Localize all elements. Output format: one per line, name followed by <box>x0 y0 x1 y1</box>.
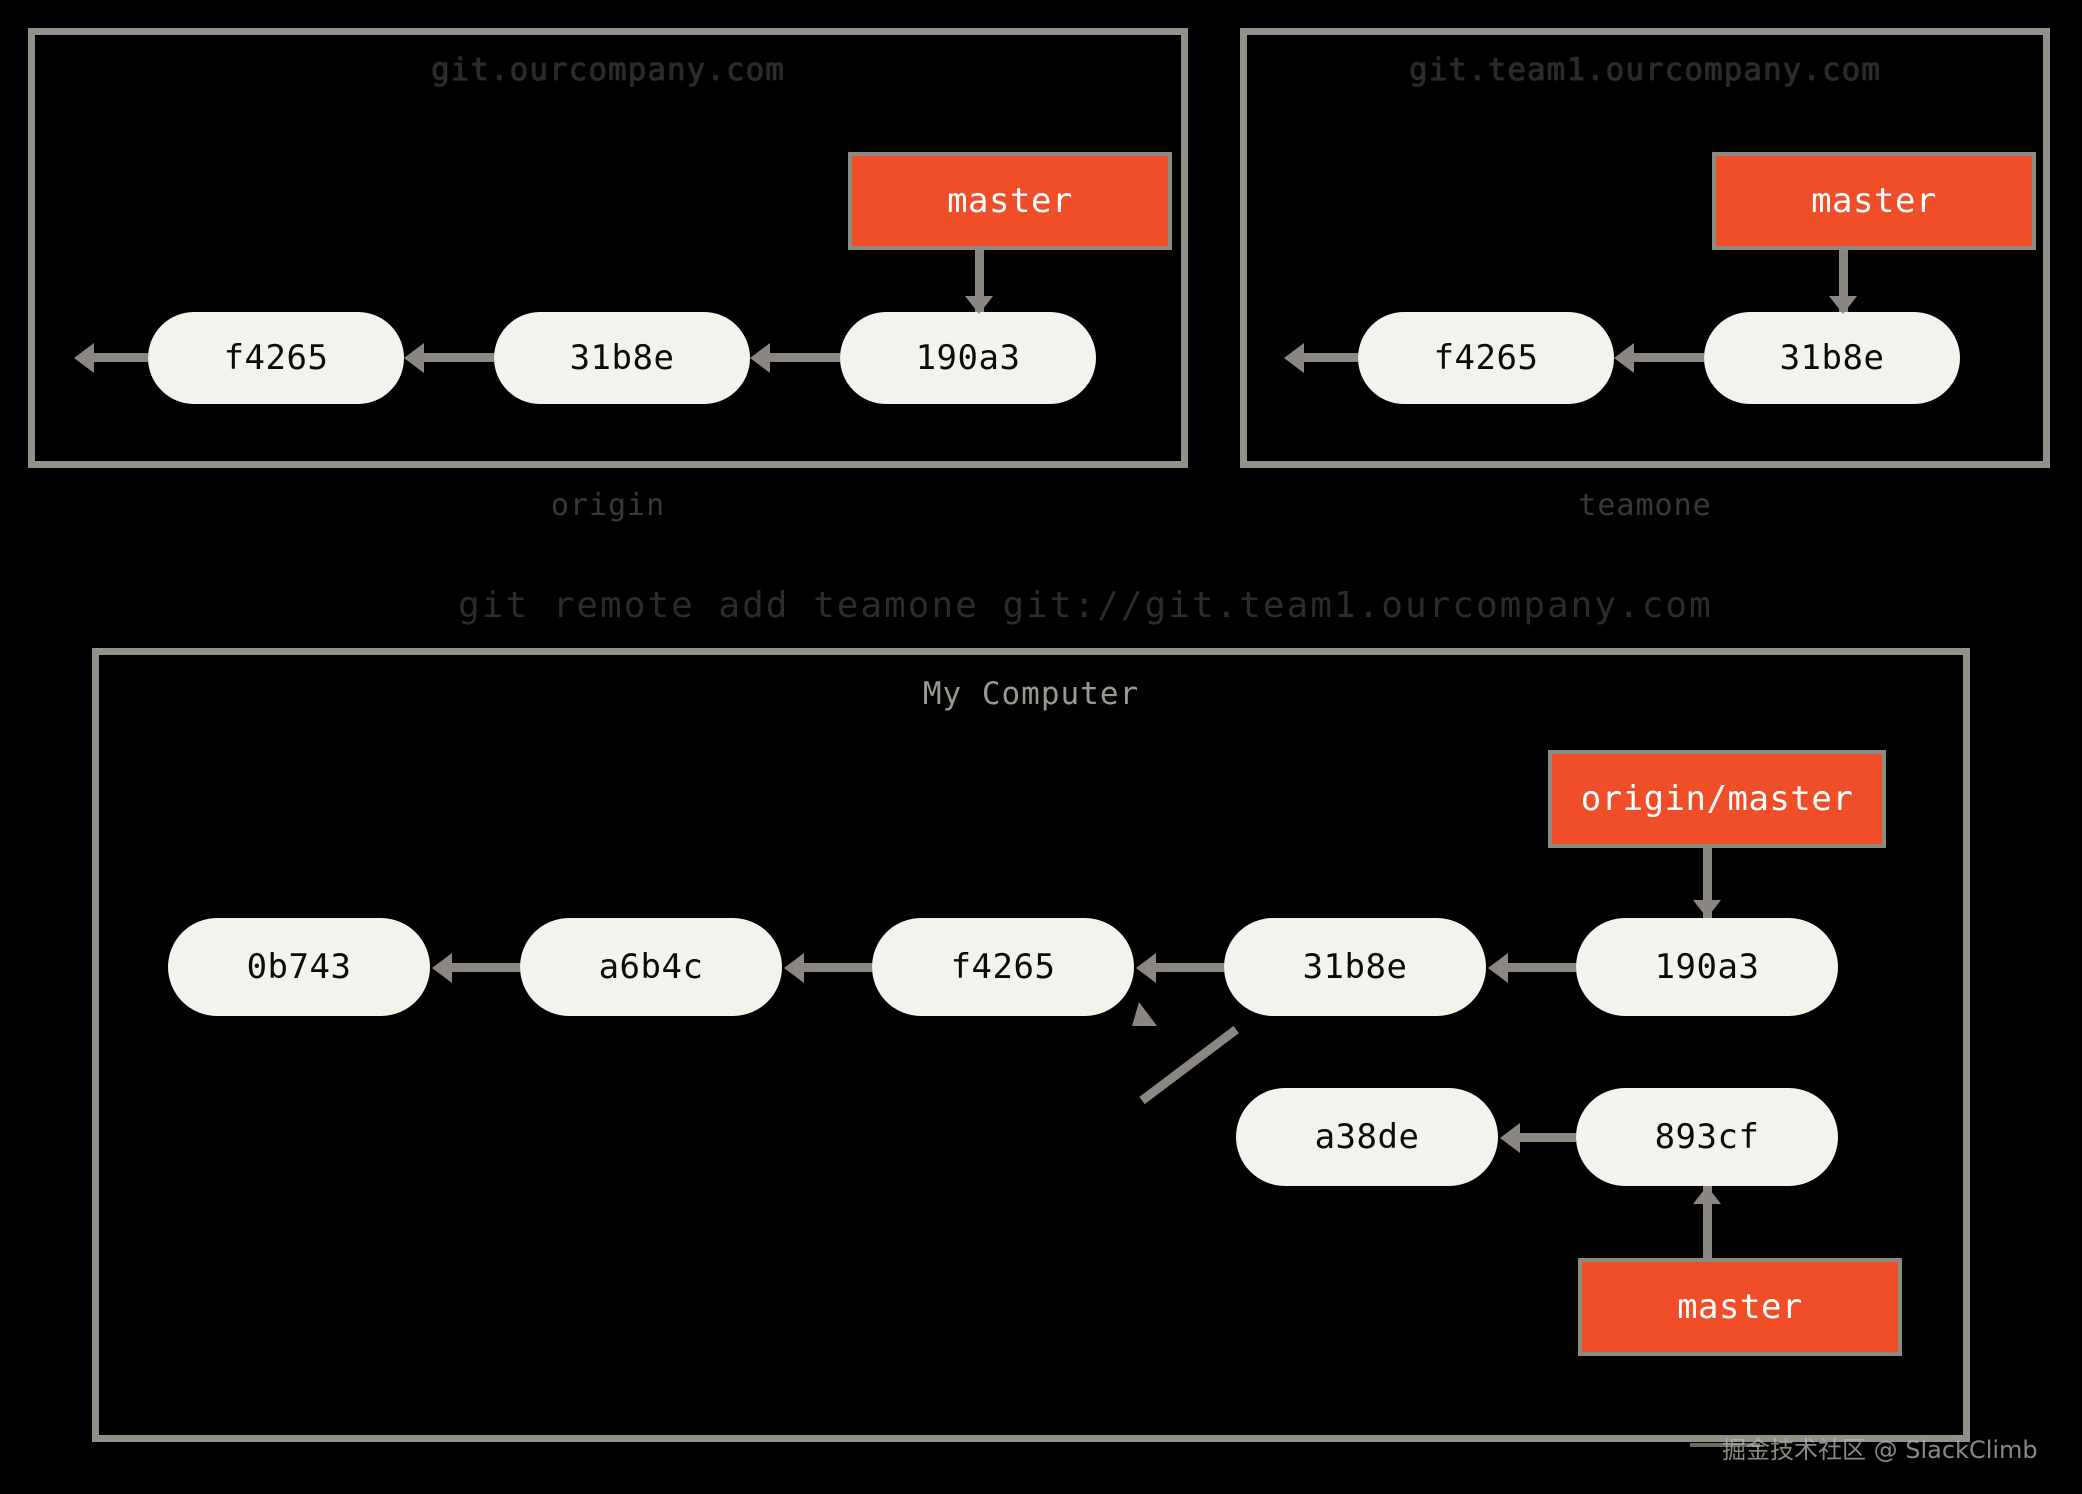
edge-arrowhead <box>750 343 770 373</box>
commit-edge <box>800 963 872 972</box>
commit-edge <box>1152 963 1224 972</box>
branch-label-master: master <box>1578 1258 1902 1356</box>
commit-edge <box>1630 353 1704 362</box>
branch-pointer-arrowhead <box>965 296 993 314</box>
commit-edge-trailing <box>1300 353 1358 362</box>
commit-edge-trailing <box>90 353 148 362</box>
branch-label-master: master <box>1712 152 2036 250</box>
watermark-rule <box>1690 1443 1760 1447</box>
edge-arrowhead <box>1500 1123 1520 1153</box>
commit-node: 31b8e <box>1224 918 1486 1016</box>
server-caption-origin: origin <box>550 488 666 523</box>
branch-label-origin-master: origin/master <box>1548 750 1886 848</box>
edge-arrowhead <box>74 343 94 373</box>
edge-arrowhead <box>784 953 804 983</box>
branch-label-master: master <box>848 152 1172 250</box>
commit-edge <box>766 353 840 362</box>
branch-pointer <box>975 250 984 312</box>
branch-pointer-arrowhead <box>1693 900 1721 918</box>
branch-pointer-arrowhead <box>1693 1186 1721 1204</box>
commit-node: 31b8e <box>494 312 750 404</box>
commit-node: 190a3 <box>1576 918 1838 1016</box>
branch-pointer <box>1839 250 1848 312</box>
commit-node: f4265 <box>148 312 404 404</box>
commit-edge <box>1504 963 1576 972</box>
edge-arrowhead <box>1488 953 1508 983</box>
commit-edge <box>1516 1133 1576 1142</box>
commit-node: a38de <box>1236 1088 1498 1186</box>
edge-arrowhead <box>432 953 452 983</box>
server-title-teamone: git.team1.ourcompany.com <box>1409 52 1881 88</box>
git-command-text: git remote add teamone git://git.team1.o… <box>458 585 1713 626</box>
commit-node: a6b4c <box>520 918 782 1016</box>
branch-pointer-arrowhead <box>1829 296 1857 314</box>
branch-pointer <box>1703 848 1712 918</box>
commit-edge <box>420 353 494 362</box>
server-caption-teamone: teamone <box>1578 488 1712 523</box>
branch-pointer <box>1703 1186 1712 1258</box>
edge-arrowhead <box>1284 343 1304 373</box>
local-panel-title: My Computer <box>922 676 1140 712</box>
commit-edge <box>448 963 520 972</box>
edge-arrowhead <box>404 343 424 373</box>
commit-node: 190a3 <box>840 312 1096 404</box>
commit-node: 31b8e <box>1704 312 1960 404</box>
commit-node: 893cf <box>1576 1088 1838 1186</box>
watermark-text: 掘金技术社区 @ SlackClimb <box>1722 1436 2038 1464</box>
server-title-origin: git.ourcompany.com <box>431 52 785 88</box>
edge-arrowhead <box>1614 343 1634 373</box>
commit-node: f4265 <box>1358 312 1614 404</box>
edge-arrowhead <box>1136 953 1156 983</box>
commit-node: 0b743 <box>168 918 430 1016</box>
commit-node: f4265 <box>872 918 1134 1016</box>
